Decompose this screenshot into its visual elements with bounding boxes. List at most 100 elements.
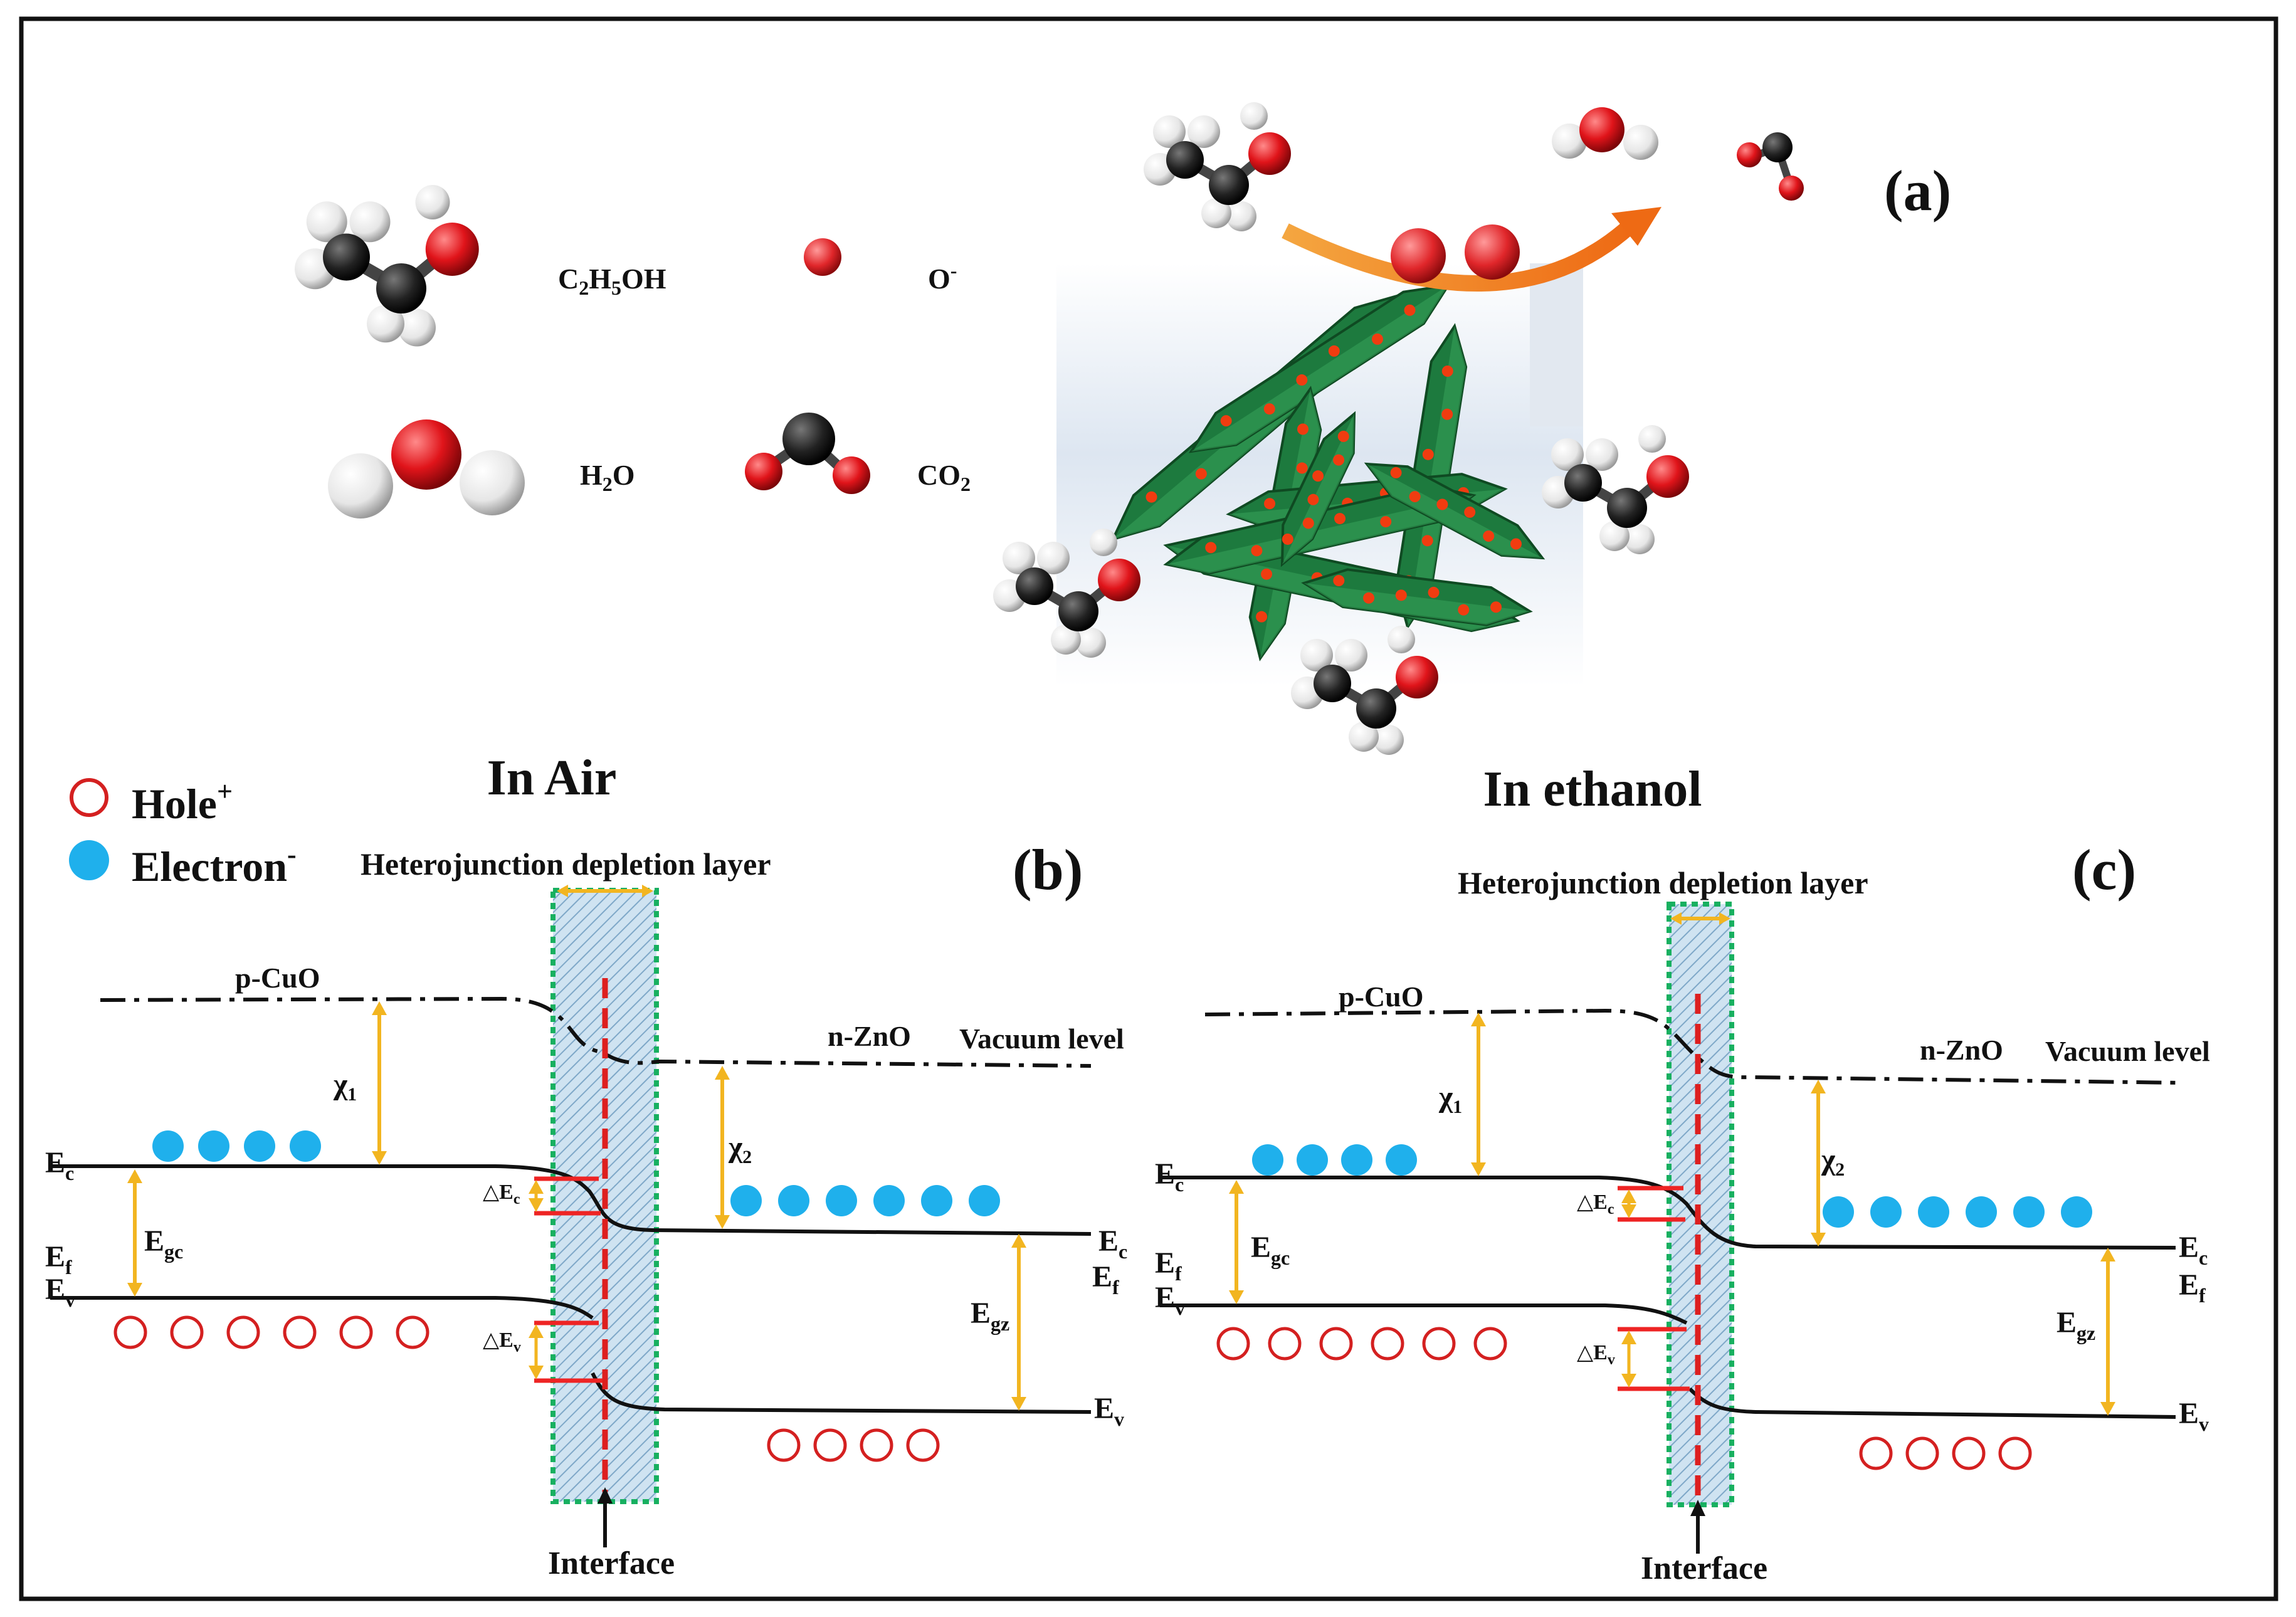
egc-label: Egc bbox=[1251, 1231, 1290, 1269]
arrow-head bbox=[529, 1198, 544, 1212]
electron-icon bbox=[826, 1185, 857, 1216]
cuo-particle bbox=[1409, 491, 1421, 503]
chi2-label: χ2 bbox=[1821, 1143, 1845, 1180]
arrow-head bbox=[1229, 1290, 1244, 1304]
hole-icon bbox=[1473, 1327, 1507, 1361]
hydrogen-atom bbox=[1638, 425, 1666, 453]
cuo-particle bbox=[1261, 568, 1273, 580]
nanorod bbox=[1364, 462, 1546, 560]
oxygen-atom bbox=[745, 453, 782, 490]
panel-a-reaction-scheme: C2H5OH O- H2O CO2 (a) bbox=[295, 102, 1951, 755]
electron-legend-label: Electron- bbox=[132, 839, 297, 890]
arrow-head bbox=[372, 1151, 387, 1165]
hole-icon bbox=[1859, 1436, 1893, 1470]
valence-offset-marker bbox=[534, 1320, 603, 1383]
carbon-atom bbox=[1314, 665, 1351, 702]
n-zno-label: n-ZnO bbox=[1920, 1034, 2003, 1066]
hydrogen-atom bbox=[415, 185, 450, 219]
electron-icon bbox=[2013, 1196, 2045, 1228]
egz-label: Egz bbox=[971, 1297, 1009, 1335]
ev-right-label: Ev bbox=[2179, 1397, 2209, 1435]
arrow-head bbox=[127, 1283, 142, 1297]
arrow-head bbox=[2100, 1402, 2115, 1416]
vacuum-level-line bbox=[100, 996, 1092, 1068]
delta-ec-label: △Ec bbox=[483, 1181, 520, 1208]
electron-icon bbox=[1297, 1144, 1328, 1176]
cuo-particle bbox=[1390, 466, 1402, 478]
cuo-particle bbox=[1145, 491, 1157, 503]
electron-icon bbox=[152, 1130, 184, 1162]
co2-formula: CO2 bbox=[917, 459, 971, 495]
hole-icon bbox=[906, 1428, 940, 1462]
ev-left-label: Ev bbox=[1155, 1281, 1185, 1319]
electron-icon bbox=[198, 1130, 229, 1162]
water-formula: H2O bbox=[580, 459, 635, 495]
arrow-head bbox=[1229, 1180, 1244, 1194]
reaction-arrow-head bbox=[1611, 207, 1661, 246]
arrow-head bbox=[715, 1066, 730, 1080]
p-cuo-label: p-CuO bbox=[1339, 981, 1423, 1013]
electron-icon bbox=[1341, 1144, 1372, 1176]
hydrogen-atom bbox=[460, 450, 525, 515]
oxygen-ion-icon bbox=[1465, 224, 1520, 280]
ef-right-label: Ef bbox=[1092, 1260, 1119, 1298]
oxygen-atom bbox=[1646, 455, 1689, 498]
hole-icon bbox=[113, 1315, 147, 1349]
oxygen-atom bbox=[1098, 559, 1140, 601]
chi2-label: χ2 bbox=[728, 1130, 752, 1167]
cuo-particle bbox=[1464, 506, 1476, 518]
cuo-particle bbox=[1510, 538, 1522, 550]
carbon-atom bbox=[376, 263, 426, 313]
hole-icon bbox=[170, 1315, 204, 1349]
hydrogen-atom bbox=[1090, 529, 1117, 556]
hydrogen-atom bbox=[1037, 542, 1070, 574]
arrow-head bbox=[127, 1169, 142, 1183]
ethanol-formula: C2H5OH bbox=[558, 263, 666, 299]
carrier-legend: Hole+ Electron- bbox=[69, 776, 297, 890]
arrow-head bbox=[1621, 1204, 1636, 1218]
ethanol-molecule-icon bbox=[1291, 626, 1438, 755]
hydrogen-atom bbox=[1374, 725, 1404, 755]
hole-icon bbox=[396, 1315, 429, 1349]
panel-c-title: In ethanol bbox=[1483, 762, 1702, 817]
p-cuo-label: p-CuO bbox=[235, 962, 320, 994]
electron-icon bbox=[1823, 1196, 1854, 1228]
nanorod-facet bbox=[1191, 285, 1448, 451]
nanorod-facet bbox=[1282, 414, 1354, 564]
cuo-particle bbox=[1441, 366, 1453, 377]
cuo-particle bbox=[1337, 431, 1349, 442]
arrow-head bbox=[529, 1324, 544, 1338]
cuo-particle bbox=[1282, 533, 1293, 545]
n-zno-label: n-ZnO bbox=[828, 1020, 911, 1052]
hydrogen-atom bbox=[1586, 438, 1618, 471]
ev-left-label: Ev bbox=[45, 1273, 75, 1311]
hydrogen-atom bbox=[1599, 521, 1630, 551]
carbon-atom bbox=[323, 233, 370, 281]
oxygen-atom bbox=[1248, 132, 1291, 175]
oxygen-atom bbox=[1779, 176, 1804, 201]
hydrogen-atom bbox=[1300, 639, 1333, 672]
hydrogen-atom bbox=[306, 201, 347, 243]
hydrogen-atom bbox=[1552, 124, 1587, 159]
hydrogen-atom bbox=[1551, 438, 1584, 471]
arrow-head bbox=[529, 1366, 544, 1379]
oxygen-atom bbox=[1396, 656, 1438, 698]
cuo-particle bbox=[1307, 493, 1319, 505]
electron-icon bbox=[1252, 1144, 1283, 1176]
hole-legend-label: Hole+ bbox=[132, 776, 233, 828]
water-molecule-icon bbox=[328, 419, 525, 519]
delta-ec-label: △Ec bbox=[1577, 1191, 1614, 1218]
oxygen-atom bbox=[833, 456, 870, 494]
hole-icon bbox=[860, 1428, 893, 1462]
nanorod-facet bbox=[1304, 583, 1530, 625]
electron-icon bbox=[969, 1185, 1000, 1216]
cuo-particle bbox=[1333, 454, 1345, 466]
reaction-arrow bbox=[1282, 219, 1636, 292]
vacuum-level-line bbox=[1204, 1008, 2183, 1085]
chi1-label: χ1 bbox=[333, 1068, 357, 1105]
vacuum-level-label: Vacuum level bbox=[2045, 1035, 2210, 1067]
co2-molecule-icon bbox=[745, 413, 870, 494]
hydrogen-atom bbox=[398, 308, 436, 347]
hydrogen-atom bbox=[1003, 542, 1035, 574]
carriers bbox=[1216, 1144, 2092, 1470]
